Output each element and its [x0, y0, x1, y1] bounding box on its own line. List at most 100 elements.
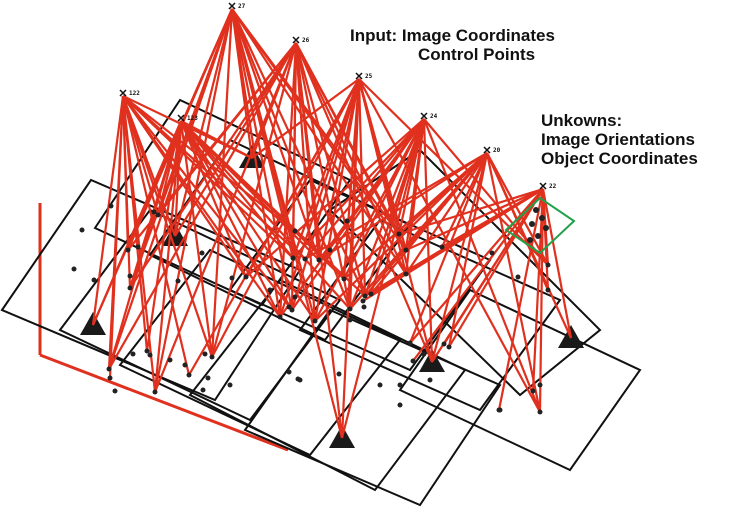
tie-point [182, 362, 188, 368]
ray [531, 188, 545, 392]
tie-point [199, 250, 205, 256]
tie-point [200, 387, 206, 393]
ray [541, 188, 550, 291]
tie-point [286, 369, 292, 375]
tie-point [497, 407, 503, 413]
ray [294, 42, 367, 297]
tie-point [439, 244, 445, 250]
tie-point [537, 382, 543, 388]
tie-point [292, 228, 298, 234]
tie-point [205, 375, 211, 381]
highlighted-image-frame [504, 196, 576, 255]
tie-point [127, 285, 133, 291]
tie-point [397, 402, 403, 408]
tie-point [286, 304, 292, 310]
camera-station-label: 26 [302, 37, 310, 44]
annotation-input: Input: Image Coordinates Control Points [350, 26, 555, 64]
tie-point [327, 247, 333, 253]
tie-point [347, 306, 353, 312]
ray [290, 78, 361, 311]
ray [180, 120, 345, 280]
image-orientations-label: Image Orientations [541, 130, 695, 149]
ray [405, 152, 488, 275]
tie-point [155, 212, 161, 218]
tie-point [127, 273, 133, 279]
tie-point [227, 382, 233, 388]
image-point [535, 233, 541, 239]
ray [91, 95, 125, 326]
ray [180, 120, 253, 159]
unknowns-label: Unkowns: [541, 111, 622, 130]
tie-point [530, 388, 536, 394]
tie-point [175, 278, 181, 284]
image-point [529, 221, 535, 227]
ray [431, 188, 544, 363]
ray [250, 42, 298, 159]
ray [294, 42, 434, 363]
camera-station: 20 [483, 146, 501, 154]
image-point [533, 207, 539, 213]
ray [231, 8, 407, 275]
tie-point [112, 388, 118, 394]
annotation-unknowns: Unkowns: Image Orientations Object Coord… [541, 111, 698, 168]
tie-point [545, 262, 551, 268]
ray [291, 42, 298, 259]
ray [245, 118, 425, 278]
ray [541, 188, 573, 339]
ray [108, 95, 125, 379]
ray [486, 152, 549, 266]
camera-station: 24 [420, 112, 438, 120]
ray [447, 152, 489, 348]
tie-point [243, 274, 249, 280]
tie-point [347, 317, 353, 323]
tie-point [277, 314, 283, 320]
camera-x-icon [177, 114, 185, 122]
tie-point [91, 277, 97, 283]
camera-x-icon [483, 146, 491, 154]
camera-station-label: 122 [129, 90, 140, 97]
ray [122, 95, 247, 278]
tie-point [79, 227, 85, 233]
ray [180, 120, 316, 322]
ray [497, 188, 545, 411]
image-frame [58, 208, 342, 422]
ray [230, 8, 321, 261]
ray [313, 78, 361, 322]
camera-x-icon [355, 72, 363, 80]
tie-point [209, 354, 215, 360]
ray [230, 8, 294, 311]
ray [314, 118, 425, 322]
ray [121, 95, 177, 237]
tie-point [292, 294, 298, 300]
ray [230, 8, 352, 310]
tie-point [302, 256, 308, 262]
tie-point [360, 298, 366, 304]
ray [153, 120, 183, 393]
ray [357, 78, 434, 363]
axes [38, 203, 289, 452]
ray [122, 95, 294, 259]
ray [91, 120, 183, 326]
ray [230, 8, 254, 159]
object-coordinates-label: Object Coordinates [541, 149, 698, 168]
tie-point [71, 266, 77, 272]
camera-station: 22 [539, 182, 557, 190]
tie-point [135, 244, 141, 250]
tie-point [167, 357, 173, 363]
ray [145, 120, 183, 352]
tie-point [267, 287, 273, 293]
tie-point [152, 389, 158, 395]
ray [318, 152, 488, 261]
ray [538, 188, 545, 413]
ray [121, 95, 160, 216]
ray [173, 8, 234, 237]
tie-point [312, 318, 318, 324]
image-frame [243, 308, 502, 507]
tie-point [377, 382, 383, 388]
camera-station-label: 20 [493, 147, 501, 154]
ray [122, 95, 293, 311]
ray [121, 95, 214, 358]
camera-x-icon [228, 2, 236, 10]
